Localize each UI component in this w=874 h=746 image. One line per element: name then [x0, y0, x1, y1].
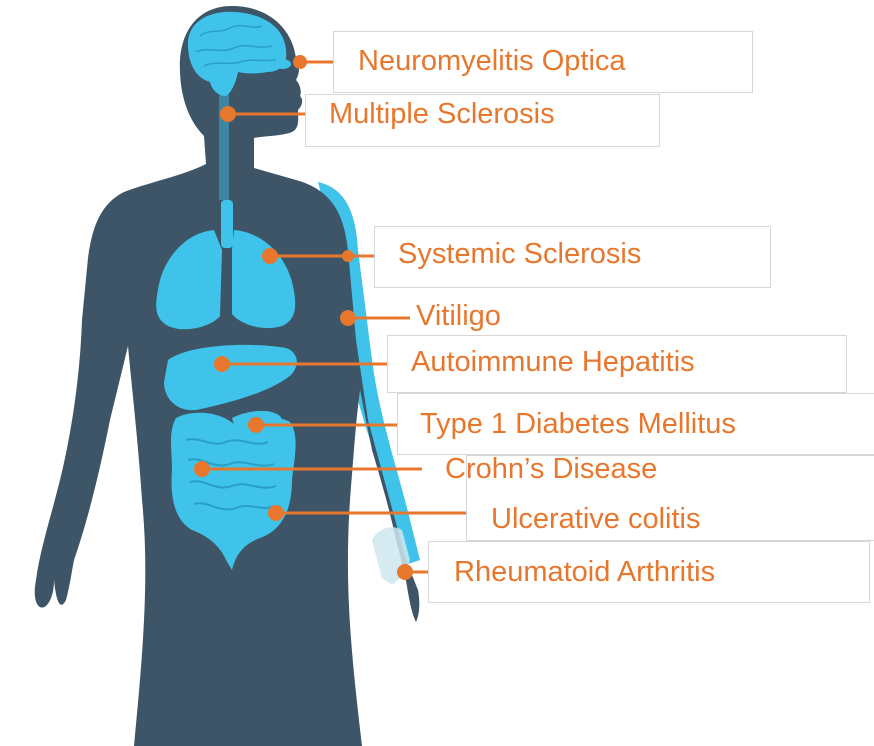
label-crohns-disease: Crohn’s Disease [445, 455, 657, 484]
label-rheumatoid-arthritis: Rheumatoid Arthritis [454, 558, 715, 587]
optic-nerve [275, 59, 291, 69]
label-systemic-sclerosis: Systemic Sclerosis [398, 240, 641, 269]
label-neuromyelitis-optica: Neuromyelitis Optica [358, 47, 626, 76]
label-vitiligo: Vitiligo [416, 302, 501, 331]
label-ulcerative-colitis: Ulcerative colitis [491, 505, 701, 534]
label-multiple-sclerosis: Multiple Sclerosis [329, 100, 555, 129]
label-autoimmune-hepatitis: Autoimmune Hepatitis [411, 348, 695, 377]
trachea [221, 200, 233, 248]
label-type-1-diabetes: Type 1 Diabetes Mellitus [420, 410, 736, 439]
